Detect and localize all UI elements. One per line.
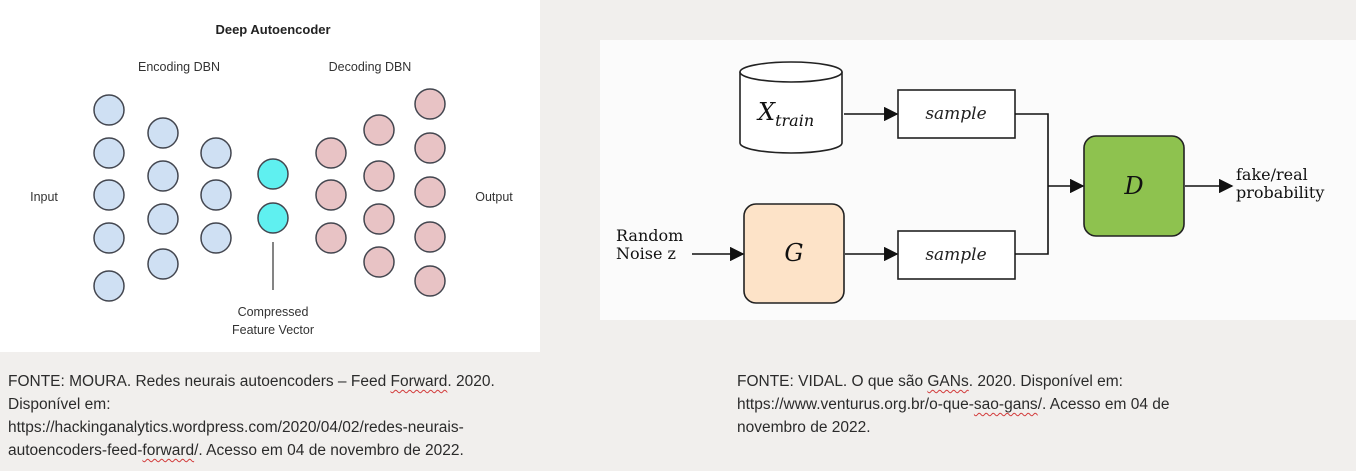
neuron-node — [93, 179, 125, 211]
autoencoder-diagram: Deep Autoencoder Encoding DBN Decoding D… — [0, 0, 540, 352]
input-layer — [93, 94, 125, 302]
noise-label-line1: Random — [616, 226, 683, 245]
feature-vector-label: Feature Vector — [232, 323, 314, 337]
caption-text: . 2020. — [447, 373, 495, 390]
caption-text: . 2020. Disponível em: — [968, 373, 1123, 390]
caption-right-line2: https://www.venturus.org.br/o-que-sao-ga… — [737, 393, 1337, 416]
decoder-layer-1 — [315, 137, 347, 254]
caption-text: /. Acesso em 04 de novembro de 2022. — [194, 442, 464, 459]
svg-text:Xtrain: Xtrain — [756, 98, 814, 130]
discriminator-label: D — [1123, 172, 1143, 200]
neuron-node — [93, 222, 125, 254]
generator-label: G — [784, 239, 803, 267]
sample-box-top: sample — [897, 89, 1016, 139]
caption-text: autoencoders-feed- — [8, 442, 143, 459]
spellcheck-word: Forward — [390, 373, 448, 390]
connector-top — [1015, 113, 1049, 186]
neuron-node — [363, 160, 395, 192]
autoencoder-title: Deep Autoencoder — [215, 22, 330, 37]
output-prob-line1: fake/real — [1236, 165, 1308, 184]
neuron-node — [200, 179, 232, 211]
spellcheck-word: sao-gans — [973, 396, 1038, 413]
neuron-node — [414, 176, 446, 208]
neuron-node — [147, 203, 179, 235]
generator-box: G — [743, 203, 845, 304]
caption-left-line4: autoencoders-feed-forward/. Acesso em 04… — [8, 439, 598, 462]
bottleneck-layer — [257, 158, 289, 234]
decoder-layer-2 — [363, 114, 395, 278]
encoding-dbn-label: Encoding DBN — [138, 60, 220, 74]
caption-left-line2: Disponível em: — [8, 396, 111, 413]
xtrain-cylinder: Xtrain — [739, 61, 843, 154]
neuron-node — [147, 117, 179, 149]
caption-left: FONTE: MOURA. Redes neurais autoencoders… — [8, 370, 598, 462]
neuron-node — [414, 88, 446, 120]
neuron-node — [257, 158, 289, 190]
neuron-node — [315, 179, 347, 211]
spellcheck-word: GANs — [927, 373, 969, 390]
neuron-node — [93, 270, 125, 302]
gan-diagram: Xtrain sample sample G D — [600, 40, 1356, 320]
caption-left-line1: FONTE: MOURA. Redes neurais autoencoders… — [8, 370, 598, 393]
discriminator-box: D — [1083, 135, 1185, 237]
neuron-node — [200, 137, 232, 169]
output-label: Output — [475, 190, 513, 204]
spellcheck-word: forward — [142, 442, 195, 459]
neuron-node — [315, 137, 347, 169]
caption-text: /. Acesso em 04 de — [1037, 396, 1170, 413]
gan-svg: Xtrain sample sample G D — [616, 61, 1324, 304]
autoencoder-svg: Deep Autoencoder Encoding DBN Decoding D… — [30, 22, 513, 337]
sample-top-label: sample — [925, 104, 986, 124]
caption-right-line1: FONTE: VIDAL. O que são GANs. 2020. Disp… — [737, 370, 1337, 393]
input-label: Input — [30, 190, 58, 204]
compressed-label: Compressed — [238, 305, 309, 319]
neuron-node — [147, 160, 179, 192]
caption-text: https://www.venturus.org.br/o-que- — [737, 396, 974, 413]
caption-right-line3: novembro de 2022. — [737, 419, 871, 436]
caption-left-line3: https://hackinganalytics.wordpress.com/2… — [8, 419, 464, 436]
decoding-dbn-label: Decoding DBN — [329, 60, 412, 74]
caption-text: FONTE: VIDAL. O que são — [737, 373, 928, 390]
neuron-node — [200, 222, 232, 254]
encoder-layer-2 — [147, 117, 179, 280]
encoder-layer-3 — [200, 137, 232, 254]
connector-bottom — [1015, 186, 1049, 255]
xtrain-label: X — [756, 98, 776, 126]
xtrain-subscript: train — [775, 111, 814, 130]
neuron-node — [257, 202, 289, 234]
flow-arrows — [692, 106, 1234, 262]
output-prob-line2: probability — [1236, 183, 1324, 202]
neuron-node — [363, 246, 395, 278]
neuron-node — [414, 265, 446, 297]
output-layer — [414, 88, 446, 297]
neuron-node — [363, 114, 395, 146]
neuron-node — [414, 132, 446, 164]
caption-right: FONTE: VIDAL. O que são GANs. 2020. Disp… — [737, 370, 1337, 439]
sample-box-bottom: sample — [897, 230, 1016, 280]
neuron-node — [315, 222, 347, 254]
noise-label-line2: Noise z — [616, 244, 676, 263]
neuron-node — [414, 221, 446, 253]
neuron-node — [93, 94, 125, 126]
sample-bottom-label: sample — [925, 245, 986, 265]
caption-text: FONTE: MOURA. Redes neurais autoencoders… — [8, 373, 391, 390]
neuron-node — [147, 248, 179, 280]
neuron-node — [363, 203, 395, 235]
neuron-node — [93, 137, 125, 169]
